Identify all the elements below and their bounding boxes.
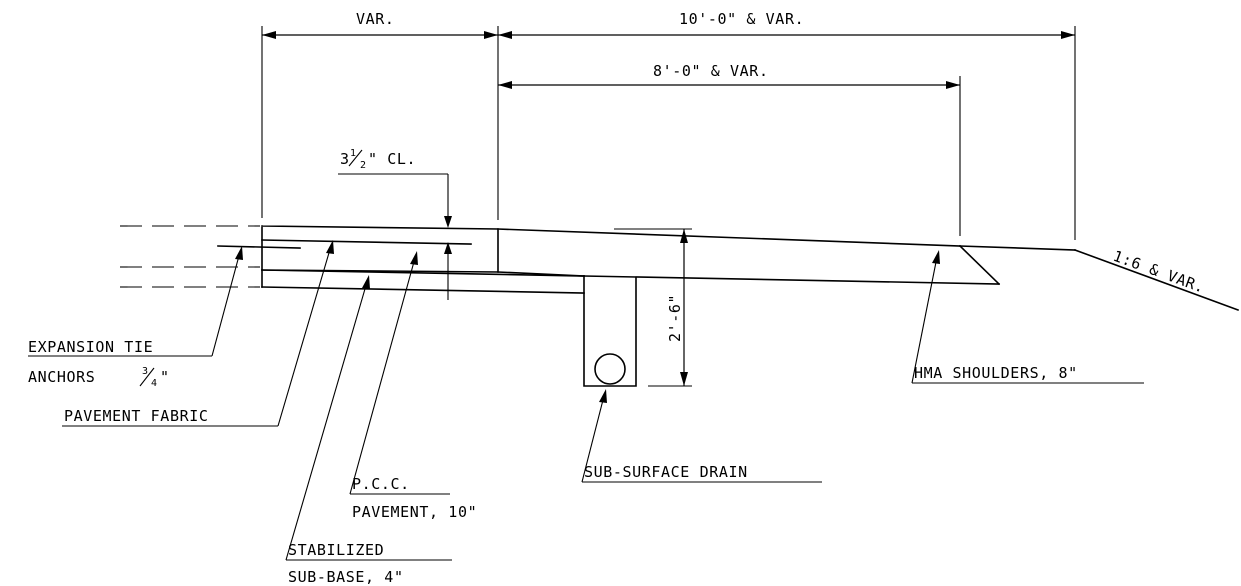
hma-shoulder <box>497 228 1076 286</box>
dimension-var-label: VAR. <box>356 10 395 28</box>
callout-pcc-pavement <box>349 251 450 495</box>
dimension-clearance-whole: 3 <box>340 150 350 168</box>
callout-pcc-line2: PAVEMENT, 10" <box>352 503 477 521</box>
dimension-shoulder-total-label: 10'-0" & VAR. <box>679 10 804 28</box>
callout-drain-label: SUB-SURFACE DRAIN <box>584 463 748 481</box>
sub-surface-drain-trench <box>583 275 637 387</box>
pavement-fabric-line <box>261 239 472 245</box>
dimension-depth-label: 2'-6" <box>666 294 684 342</box>
dimension-shoulder-paved <box>498 76 961 236</box>
callout-sub-base-line1: STABILIZED <box>288 541 384 559</box>
callout-expansion-tie-numerator: 3 <box>142 366 148 377</box>
callout-sub-base-line2: SUB-BASE, 4" <box>288 568 404 586</box>
drain-pipe <box>594 353 626 385</box>
pcc-pavement-slab <box>261 225 499 288</box>
callout-expansion-tie-line2: ANCHORS <box>28 368 95 386</box>
callout-pavement-fabric <box>62 240 334 427</box>
callout-hma-label: HMA SHOULDERS, 8" <box>914 364 1078 382</box>
existing-pavement-dashed-lines <box>120 225 260 288</box>
callout-expansion-tie-line1: EXPANSION TIE <box>28 338 153 356</box>
dimension-clearance-suffix: " CL. <box>368 150 416 168</box>
callout-pavement-fabric-label: PAVEMENT FABRIC <box>64 407 208 425</box>
expansion-tie-anchor-bar <box>217 245 301 249</box>
dimension-depth <box>614 228 692 387</box>
side-slope-line <box>1073 248 1240 312</box>
callout-expansion-tie-denominator: 4 <box>151 378 157 389</box>
callout-expansion-tie <box>28 246 243 357</box>
dimension-clearance-denominator: 2 <box>360 160 366 171</box>
callout-sub-base <box>285 275 452 561</box>
dimension-var <box>261 26 499 220</box>
dimension-clearance-numerator: 1 <box>350 148 356 159</box>
slope-label: 1:6 & VAR. <box>1111 247 1208 297</box>
dimension-clearance <box>338 173 452 300</box>
callout-expansion-tie-suffix: " <box>160 368 170 386</box>
callout-hma-shoulders <box>911 250 1144 384</box>
stabilized-sub-base <box>261 269 585 294</box>
dimension-shoulder-paved-label: 8'-0" & VAR. <box>653 62 769 80</box>
dimension-shoulder-total <box>498 26 1076 240</box>
callout-sub-surface-drain <box>581 389 822 483</box>
callout-pcc-line1: P.C.C. <box>352 475 410 493</box>
